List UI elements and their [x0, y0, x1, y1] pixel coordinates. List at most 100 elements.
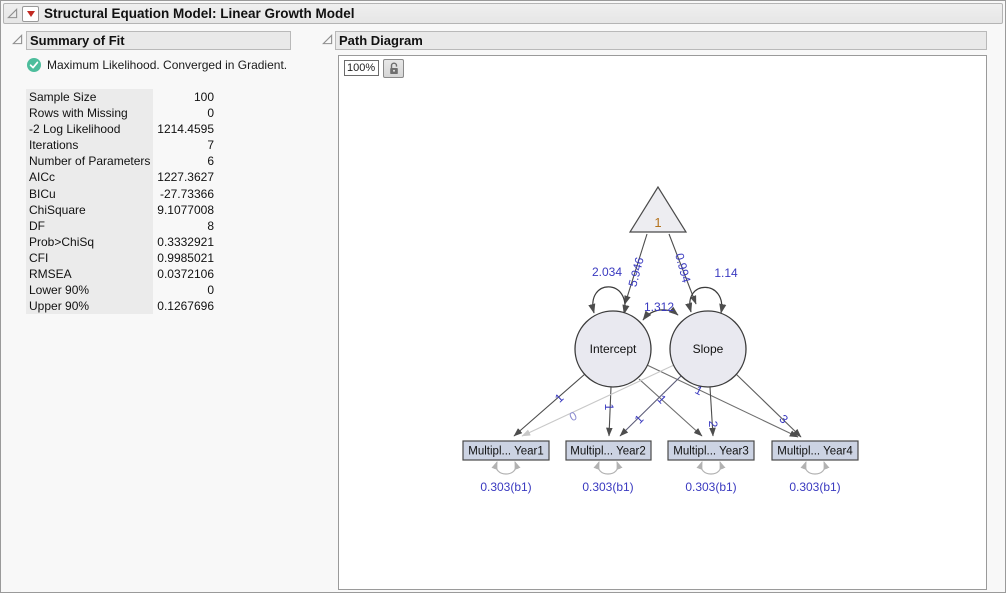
report-title: Structural Equation Model: Linear Growth… [44, 6, 355, 21]
edge-intercept-year1 [513, 373, 586, 437]
path-diagram-collapse-triangle-icon[interactable] [322, 34, 333, 45]
latent-node-intercept-label: Intercept [590, 342, 637, 356]
row-label: ChiSquare [26, 201, 153, 218]
path-diagram: 5.946 0.994 2.034 1.14 1.312 1 1 1 1 0 1… [462, 185, 859, 494]
loading-slope-year4[interactable]: 3 [777, 412, 792, 427]
row-label: Upper 90% [26, 298, 153, 315]
residual-label-year3[interactable]: 0.303(b1) [685, 480, 736, 494]
row-value: 0 [207, 283, 214, 298]
residual-label-year2[interactable]: 0.303(b1) [582, 480, 633, 494]
edge-slope-year4 [735, 373, 802, 438]
edge-intercept-year3 [638, 378, 703, 437]
table-row: Lower 90% 0 [26, 282, 214, 299]
row-label: AICc [26, 169, 153, 186]
loading-slope-year3[interactable]: 2 [706, 421, 720, 428]
row-value: 0.0372106 [157, 267, 214, 282]
residual-label-year1[interactable]: 0.303(b1) [480, 480, 531, 494]
variance-loop-intercept [588, 286, 630, 315]
summary-collapse-triangle-icon[interactable] [12, 34, 23, 45]
row-label: Prob>ChiSq [26, 233, 153, 250]
zoom-level-input[interactable] [344, 60, 379, 76]
row-value: 7 [207, 138, 214, 153]
table-row: -2 Log Likelihood 1214.4595 [26, 121, 214, 138]
row-value: -27.73366 [159, 186, 214, 201]
row-value: 0.1267696 [157, 299, 214, 314]
row-label: DF [26, 217, 153, 234]
residual-loop-year4 [800, 461, 830, 475]
path-diagram-header[interactable]: Path Diagram [335, 31, 987, 50]
loading-slope-year1[interactable]: 0 [567, 409, 580, 425]
variance-label-intercept[interactable]: 2.034 [592, 265, 622, 279]
row-value: 0 [207, 106, 214, 121]
residual-loop-year3 [696, 461, 726, 475]
table-row: Upper 90% 0.1267696 [26, 298, 214, 315]
covariance-label[interactable]: 1.312 [644, 300, 674, 314]
table-row: AICc 1227.3627 [26, 169, 214, 186]
table-row: Prob>ChiSq 0.3332921 [26, 233, 214, 250]
loading-intercept-year2[interactable]: 1 [602, 404, 616, 411]
table-row: Iterations 7 [26, 137, 214, 154]
row-value: 8 [207, 218, 214, 233]
row-label: CFI [26, 249, 153, 267]
constant-node[interactable]: 1 [628, 185, 688, 233]
residual-label-year4[interactable]: 0.303(b1) [789, 480, 840, 494]
row-value: 1227.3627 [157, 170, 214, 185]
summary-of-fit-header[interactable]: Summary of Fit [26, 31, 291, 50]
loading-intercept-year1[interactable]: 1 [552, 390, 567, 405]
row-value: 6 [207, 154, 214, 169]
lock-zoom-button[interactable] [383, 59, 404, 78]
row-value: 9.1077008 [157, 202, 214, 217]
red-triangle-menu-button[interactable] [22, 5, 39, 22]
manifest-node-year1-label: Multipl... Year1 [468, 446, 543, 458]
summary-of-fit-title: Summary of Fit [30, 33, 125, 48]
covariance-arrow [642, 306, 679, 321]
constant-node-label: 1 [654, 215, 661, 230]
table-row: CFI 0.9985021 [26, 249, 214, 267]
row-label: -2 Log Likelihood [26, 121, 153, 138]
row-label: Number of Parameters [26, 153, 153, 170]
manifest-node-year3[interactable]: Multipl... Year3 [667, 440, 755, 461]
latent-node-intercept[interactable]: Intercept [574, 310, 652, 388]
report-title-bar: Structural Equation Model: Linear Growth… [3, 3, 1003, 24]
path-diagram-canvas[interactable] [338, 55, 987, 590]
loading-slope-year2[interactable]: 1 [632, 412, 647, 427]
manifest-node-year4[interactable]: Multipl... Year4 [771, 440, 859, 461]
path-diagram-title: Path Diagram [339, 33, 423, 48]
table-row: Number of Parameters 6 [26, 153, 214, 170]
edge-constant-intercept [624, 233, 648, 305]
edge-constant-slope [668, 233, 697, 305]
manifest-node-year2[interactable]: Multipl... Year2 [565, 440, 652, 461]
latent-node-slope[interactable]: Slope [669, 310, 747, 388]
row-label: Lower 90% [26, 282, 153, 299]
row-label: Sample Size [26, 89, 153, 106]
red-triangle-icon [26, 10, 35, 17]
latent-node-slope-label: Slope [693, 342, 724, 356]
padlock-icon [389, 62, 398, 74]
manifest-node-year4-label: Multipl... Year4 [777, 446, 853, 458]
table-row: ChiSquare 9.1077008 [26, 201, 214, 218]
edge-slope-year2 [619, 375, 682, 437]
collapse-triangle-icon[interactable] [7, 8, 18, 19]
success-check-icon [27, 58, 41, 72]
row-label: Iterations [26, 137, 153, 154]
edge-intercept-year4 [646, 364, 799, 438]
variance-label-slope[interactable]: 1.14 [714, 266, 738, 280]
row-value: 0.9985021 [157, 250, 214, 265]
convergence-status-text: Maximum Likelihood. Converged in Gradien… [47, 58, 288, 72]
variance-loop-slope [685, 286, 727, 314]
table-row: DF 8 [26, 217, 214, 234]
table-row: BICu -27.73366 [26, 185, 214, 202]
row-value: 0.3332921 [157, 234, 214, 249]
mean-label-intercept[interactable]: 5.946 [625, 255, 646, 288]
mean-label-slope[interactable]: 0.994 [672, 252, 693, 285]
row-value: 1214.4595 [157, 122, 214, 137]
manifest-node-year1[interactable]: Multipl... Year1 [462, 440, 550, 461]
edge-slope-year3 [709, 386, 716, 437]
residual-loop-year2 [593, 461, 623, 475]
table-row: RMSEA 0.0372106 [26, 266, 214, 283]
row-label: RMSEA [26, 266, 153, 283]
row-label: BICu [26, 185, 153, 202]
